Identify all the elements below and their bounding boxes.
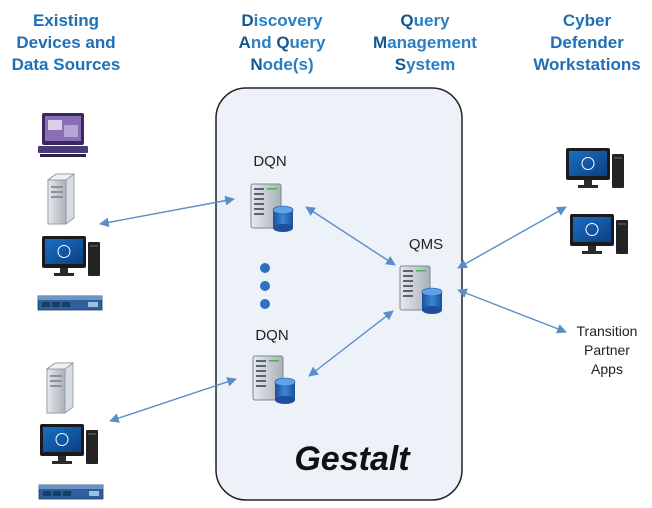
- arrow-qms-to-workstations: [457, 206, 567, 269]
- dell-workstation-icon: [41, 235, 101, 277]
- header-line: Existing: [32, 11, 100, 30]
- arrow-sources-to-dqn-top: [99, 195, 235, 228]
- partner-line: Partner: [584, 342, 630, 358]
- dell-workstation-icon: [565, 147, 625, 189]
- header-query-management-system: Query Management System: [356, 10, 494, 76]
- header-existing-sources: Existing Devices and Data Sources: [0, 10, 132, 76]
- connection-arrows: [99, 195, 567, 423]
- qms-label: QMS: [409, 236, 443, 253]
- transition-partner-apps-label: Transition Partner Apps: [562, 322, 652, 379]
- partner-line: Transition: [576, 323, 638, 339]
- header-line: Node(s): [250, 55, 314, 74]
- header-line: Cyber: [562, 11, 612, 30]
- dqn-bottom-label: DQN: [255, 327, 288, 344]
- partner-line: Apps: [591, 361, 623, 377]
- rack-unit-icon: [37, 295, 103, 311]
- dqn-top-label: DQN: [253, 153, 286, 170]
- header-discovery-query-node: Discovery And Query Node(s): [222, 10, 342, 76]
- header-line: Management: [373, 33, 477, 52]
- header-cyber-defender-workstations: Cyber Defender Workstations: [522, 10, 652, 76]
- header-line: Devices and: [16, 33, 116, 52]
- server-tower-icon: [46, 362, 74, 414]
- arrow-dqn-top-to-qms: [305, 206, 396, 266]
- dell-workstation-icon: [569, 213, 629, 255]
- rack-unit-icon: [38, 484, 104, 500]
- dot: [260, 299, 270, 309]
- monitor-purple-icon: [38, 113, 88, 157]
- header-line: Discovery: [241, 11, 323, 30]
- header-line: Data Sources: [11, 55, 121, 74]
- header-line: And Query: [238, 33, 326, 52]
- arrow-sources-to-dqn-bottom: [109, 377, 237, 423]
- arrow-dqn-bottom-to-qms: [308, 310, 394, 377]
- header-line: Query: [400, 11, 450, 30]
- dell-workstation-icon: [39, 423, 99, 465]
- header-line: System: [394, 55, 456, 74]
- ellipsis-dots: [260, 263, 270, 309]
- server-tower-icon: [47, 173, 75, 225]
- header-line: Workstations: [533, 55, 641, 74]
- gestalt-title: Gestalt: [294, 440, 410, 478]
- header-line: Defender: [550, 33, 624, 52]
- arrow-qms-to-partner-apps: [457, 288, 567, 334]
- dot: [260, 281, 270, 291]
- dot: [260, 263, 270, 273]
